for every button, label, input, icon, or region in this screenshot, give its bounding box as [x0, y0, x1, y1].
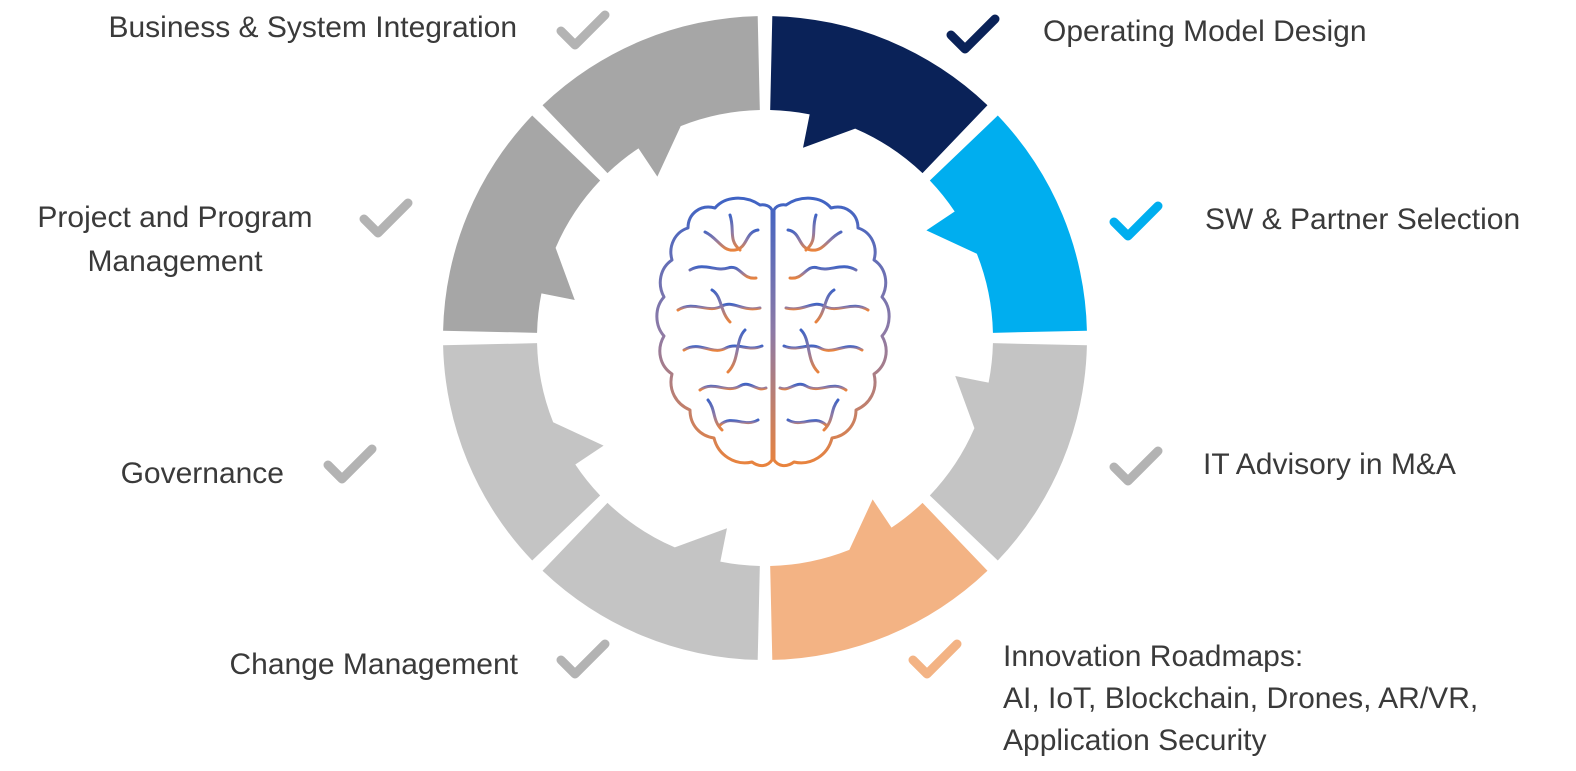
check-icon-project-program	[359, 198, 413, 238]
label-text: Governance	[120, 457, 284, 490]
check-icon-change-management	[556, 639, 610, 679]
label-text: Management	[87, 245, 263, 278]
label-text: Application Security	[1003, 724, 1267, 757]
label-text: SW & Partner Selection	[1205, 203, 1521, 236]
segment-governance	[443, 343, 604, 561]
label-text: AI, IoT, Blockchain, Drones, AR/VR,	[1003, 682, 1479, 715]
check-icon-business-integration	[556, 10, 610, 50]
segment-project-program-management	[443, 115, 601, 333]
label-project-program-management: Project and Program Management	[10, 196, 340, 284]
segment-sw-partner-selection	[926, 115, 1087, 333]
segment-it-advisory-ma	[929, 343, 1087, 561]
segment-operating-model-design	[770, 16, 988, 174]
check-icon-governance	[323, 444, 377, 484]
label-text: Business & System Integration	[108, 11, 517, 44]
label-it-advisory: IT Advisory in M&A	[1203, 443, 1456, 487]
check-icon-sw-partner	[1109, 201, 1163, 241]
label-operating-model-design: Operating Model Design	[1043, 10, 1367, 54]
label-text: Project and Program	[37, 201, 313, 234]
label-text: IT Advisory in M&A	[1203, 448, 1456, 481]
segment-change-management	[542, 502, 760, 660]
label-text: Change Management	[229, 648, 518, 681]
label-governance: Governance	[121, 452, 284, 496]
label-text: Innovation Roadmaps:	[1003, 640, 1304, 673]
check-icon-it-advisory	[1109, 446, 1163, 486]
check-icon-innovation	[908, 639, 962, 679]
label-sw-partner-selection: SW & Partner Selection	[1205, 198, 1520, 242]
label-change-management: Change Management	[229, 643, 518, 687]
label-innovation-roadmaps: Innovation Roadmaps: AI, IoT, Blockchain…	[1003, 636, 1478, 762]
segment-business-system-integration	[542, 16, 760, 177]
label-text: Operating Model Design	[1043, 15, 1367, 48]
segment-innovation-roadmaps	[770, 499, 988, 660]
brain-icon	[655, 196, 891, 468]
label-business-system-integration: Business & System Integration	[108, 6, 517, 50]
check-icon-operating-model	[946, 14, 1000, 54]
